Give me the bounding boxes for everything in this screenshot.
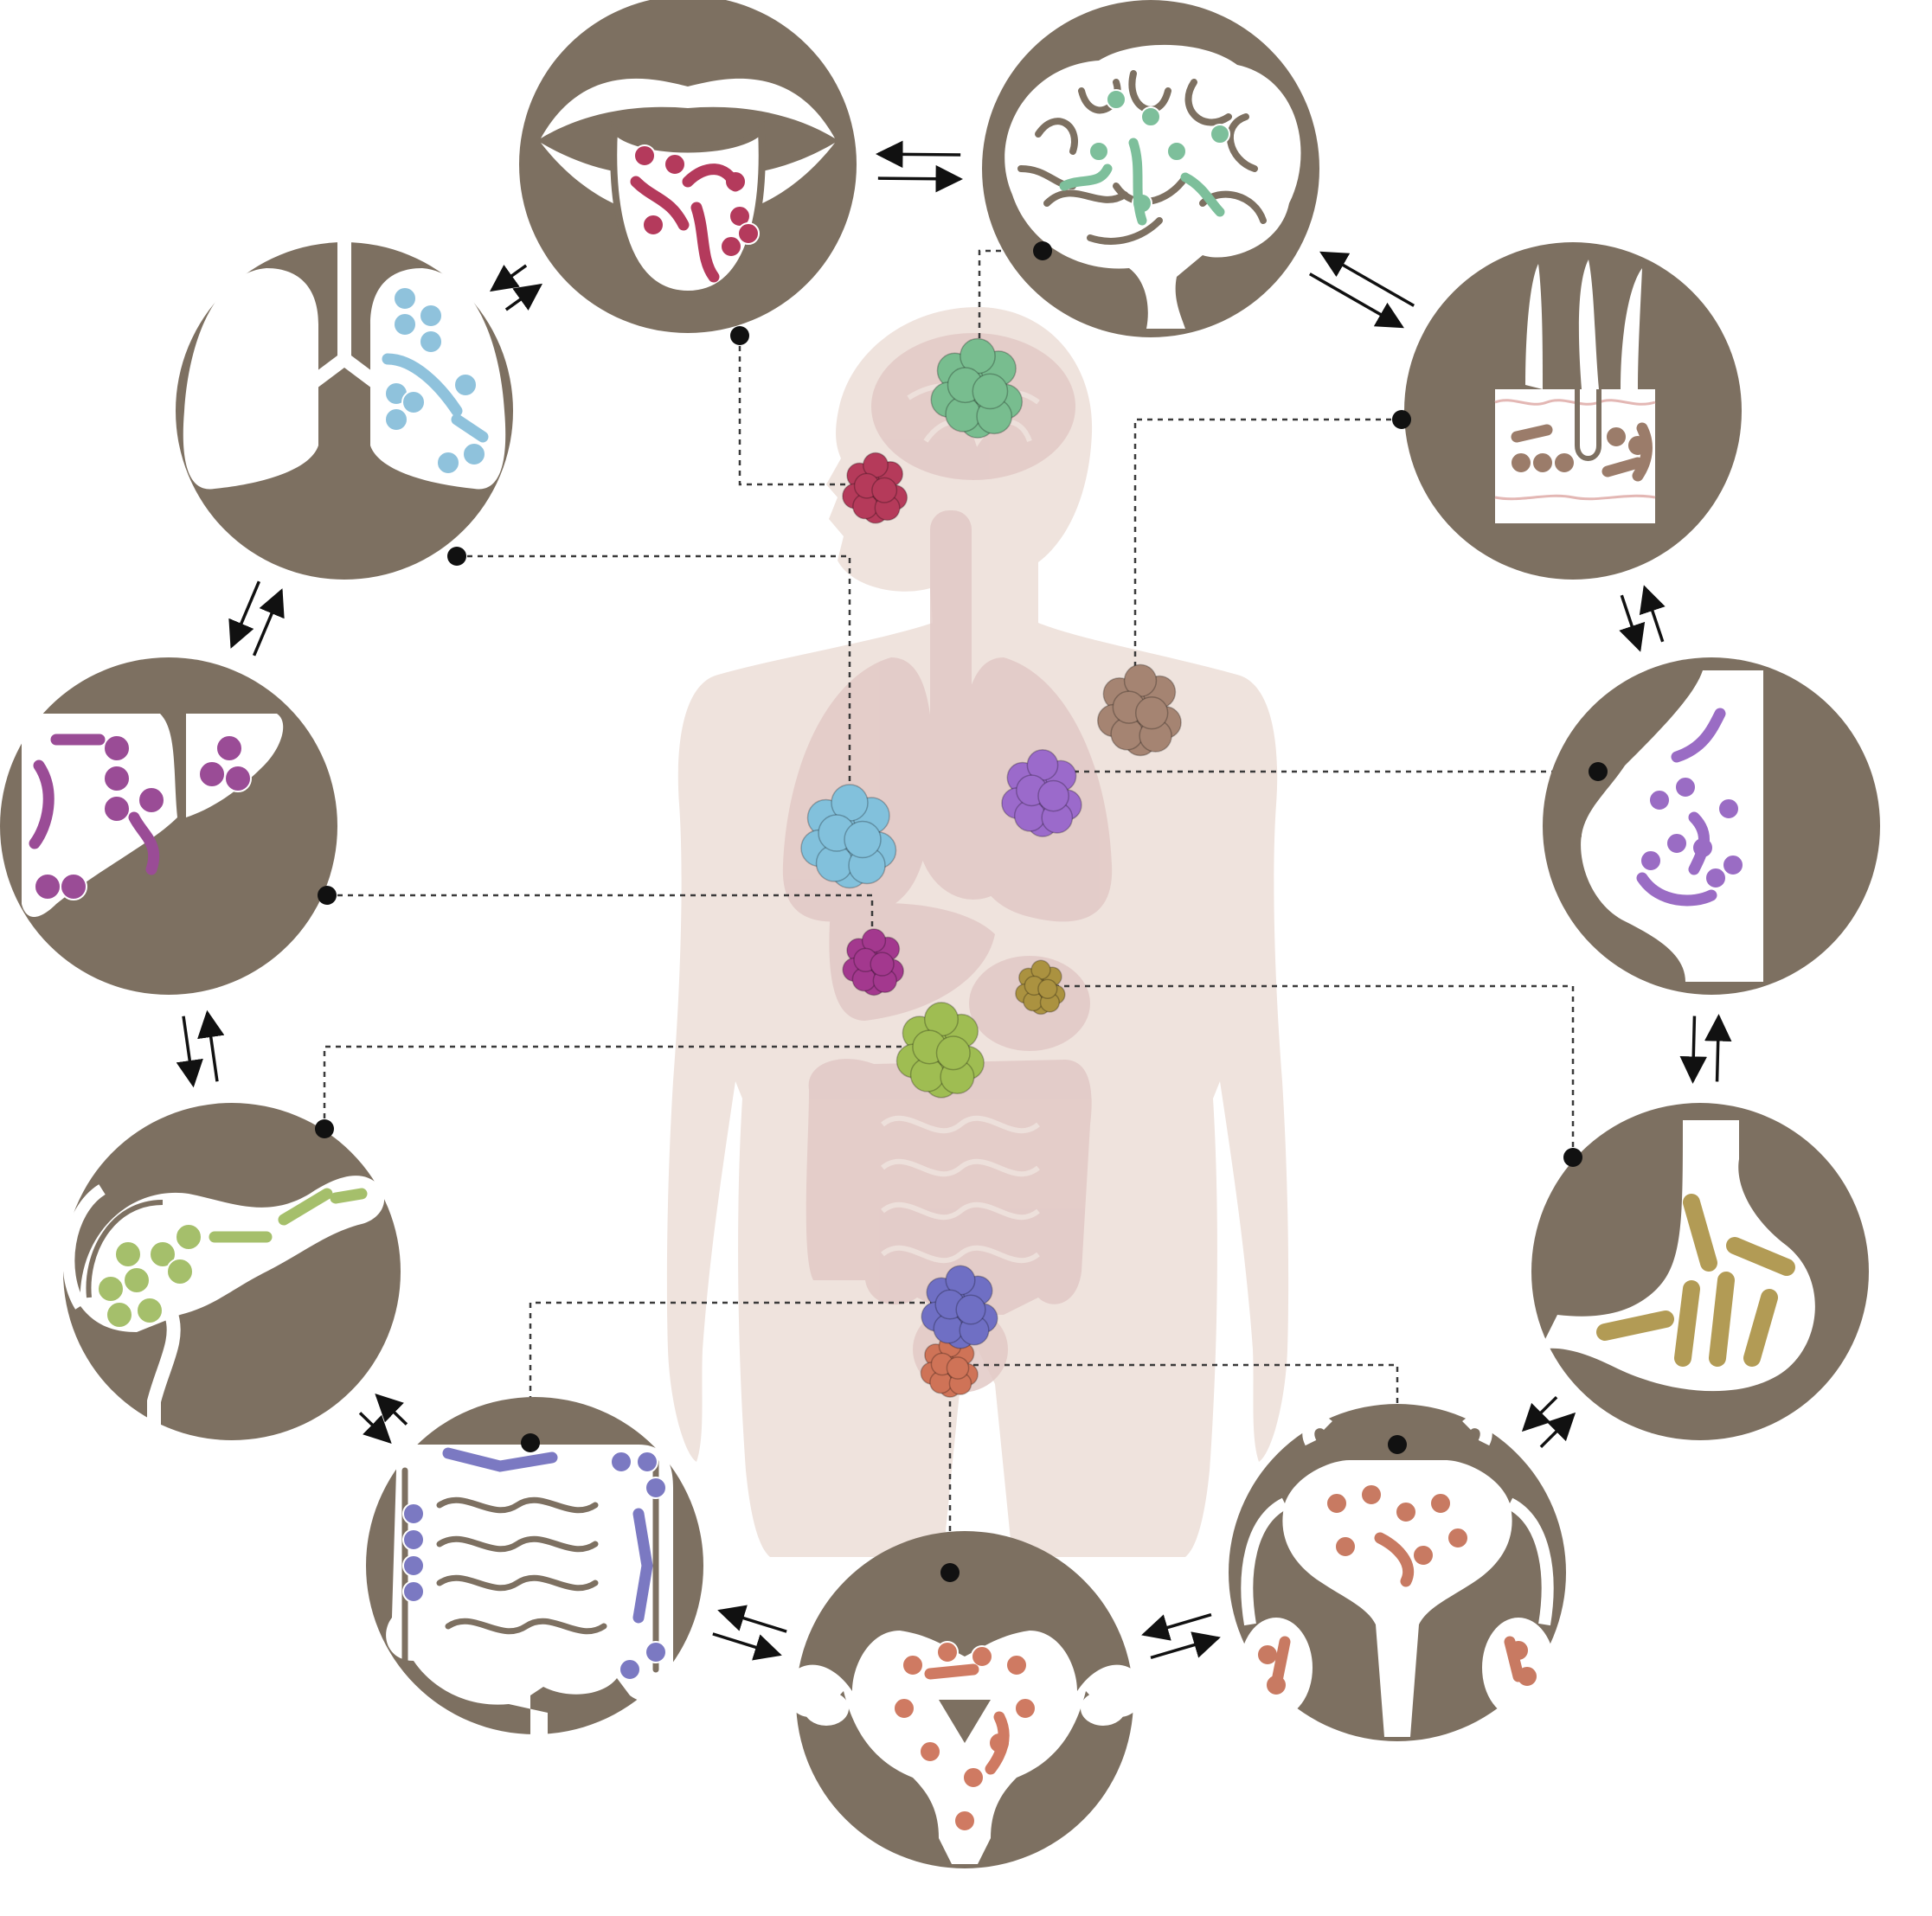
arrow-pair-skin-breast (1619, 585, 1666, 652)
arrow-pair-stomach-prostate (1521, 1395, 1576, 1449)
connector-liver (327, 894, 874, 947)
dot-prostate (1388, 1435, 1407, 1454)
organ-brain-icon (1005, 44, 1301, 329)
disc-prostate (1229, 1404, 1566, 1741)
organ-colon-intestine-icon (386, 1445, 674, 1749)
exchange-arrows (176, 140, 1732, 1661)
disc-uterus (784, 1531, 1146, 1868)
organ-uterus-ovaries-icon (784, 1631, 1146, 1864)
tumor-brain (930, 337, 1024, 439)
disc-skin (1404, 242, 1742, 580)
dot-breast (1589, 762, 1608, 781)
organ-liver-icon (22, 714, 284, 917)
dot-stomach (1563, 1148, 1582, 1167)
human-body-silhouette (666, 307, 1289, 1557)
arrow-pair-liver-lung (228, 580, 285, 657)
connector-colon (529, 1301, 960, 1443)
disc-colon (366, 1397, 703, 1749)
disc-pancreas (62, 1103, 401, 1440)
disc-liver (0, 657, 337, 995)
body-heart (917, 761, 1030, 900)
organ-lungs-icon (183, 231, 506, 490)
tumor-skin (1096, 663, 1182, 757)
connector-pancreas (323, 1045, 939, 1129)
connector-lung (457, 554, 851, 830)
disc-breast (1543, 657, 1880, 995)
disc-stomach (1531, 1103, 1869, 1440)
dot-pancreas (315, 1119, 334, 1138)
body-spine-airway (930, 510, 972, 796)
arrow-pair-pancreas-liver (176, 1009, 225, 1088)
organ-stomach-icon (1540, 1120, 1815, 1392)
connector-endpoints (315, 241, 1608, 1582)
dot-lung (447, 547, 466, 566)
disc-lung (176, 231, 513, 580)
dot-skin (1392, 410, 1411, 429)
body-intestines (806, 1059, 1092, 1315)
organ-discs (0, 0, 1880, 1868)
tumor-stomach (1015, 959, 1066, 1016)
dot-brain (1033, 241, 1052, 260)
dot-liver (318, 886, 337, 905)
arrow-pair-brain-skin (1308, 251, 1415, 329)
tumor-oral (842, 452, 908, 524)
tumor-pancreas (895, 1002, 985, 1099)
tumor-liver (842, 928, 904, 996)
dot-oral (730, 326, 749, 345)
organ-mouth-tongue-icon (541, 78, 835, 298)
organ-pancreas-gallbladder-icon (62, 1176, 385, 1427)
organ-skin-hair-follicle-icon (1494, 260, 1656, 523)
organ-prostate-testes-icon (1240, 1416, 1555, 1737)
dot-colon (521, 1433, 540, 1452)
tumor-colon (921, 1265, 998, 1349)
tumor-lung (800, 784, 897, 889)
connector-stomach (1040, 984, 1575, 1157)
arrow-pair-oral-brain (875, 140, 964, 193)
disc-brain (982, 0, 1319, 337)
arrow-pair-colon-pancreas (358, 1394, 408, 1444)
arrow-pair-prostate-uterus (1141, 1612, 1221, 1660)
connector-oral (738, 336, 876, 486)
tumor-breast (1001, 749, 1082, 837)
connector-prostate (952, 1363, 1399, 1445)
tumor-prostate (920, 1334, 979, 1398)
disc-oral (519, 0, 857, 333)
arrow-pair-breast-stomach (1679, 1014, 1732, 1084)
organ-breast-icon (1569, 670, 1763, 982)
arrow-pair-uterus-colon (712, 1605, 787, 1661)
arrow-pair-lung-oral (489, 264, 543, 311)
dot-uterus (940, 1563, 960, 1582)
tumor-clusters (800, 337, 1182, 1398)
